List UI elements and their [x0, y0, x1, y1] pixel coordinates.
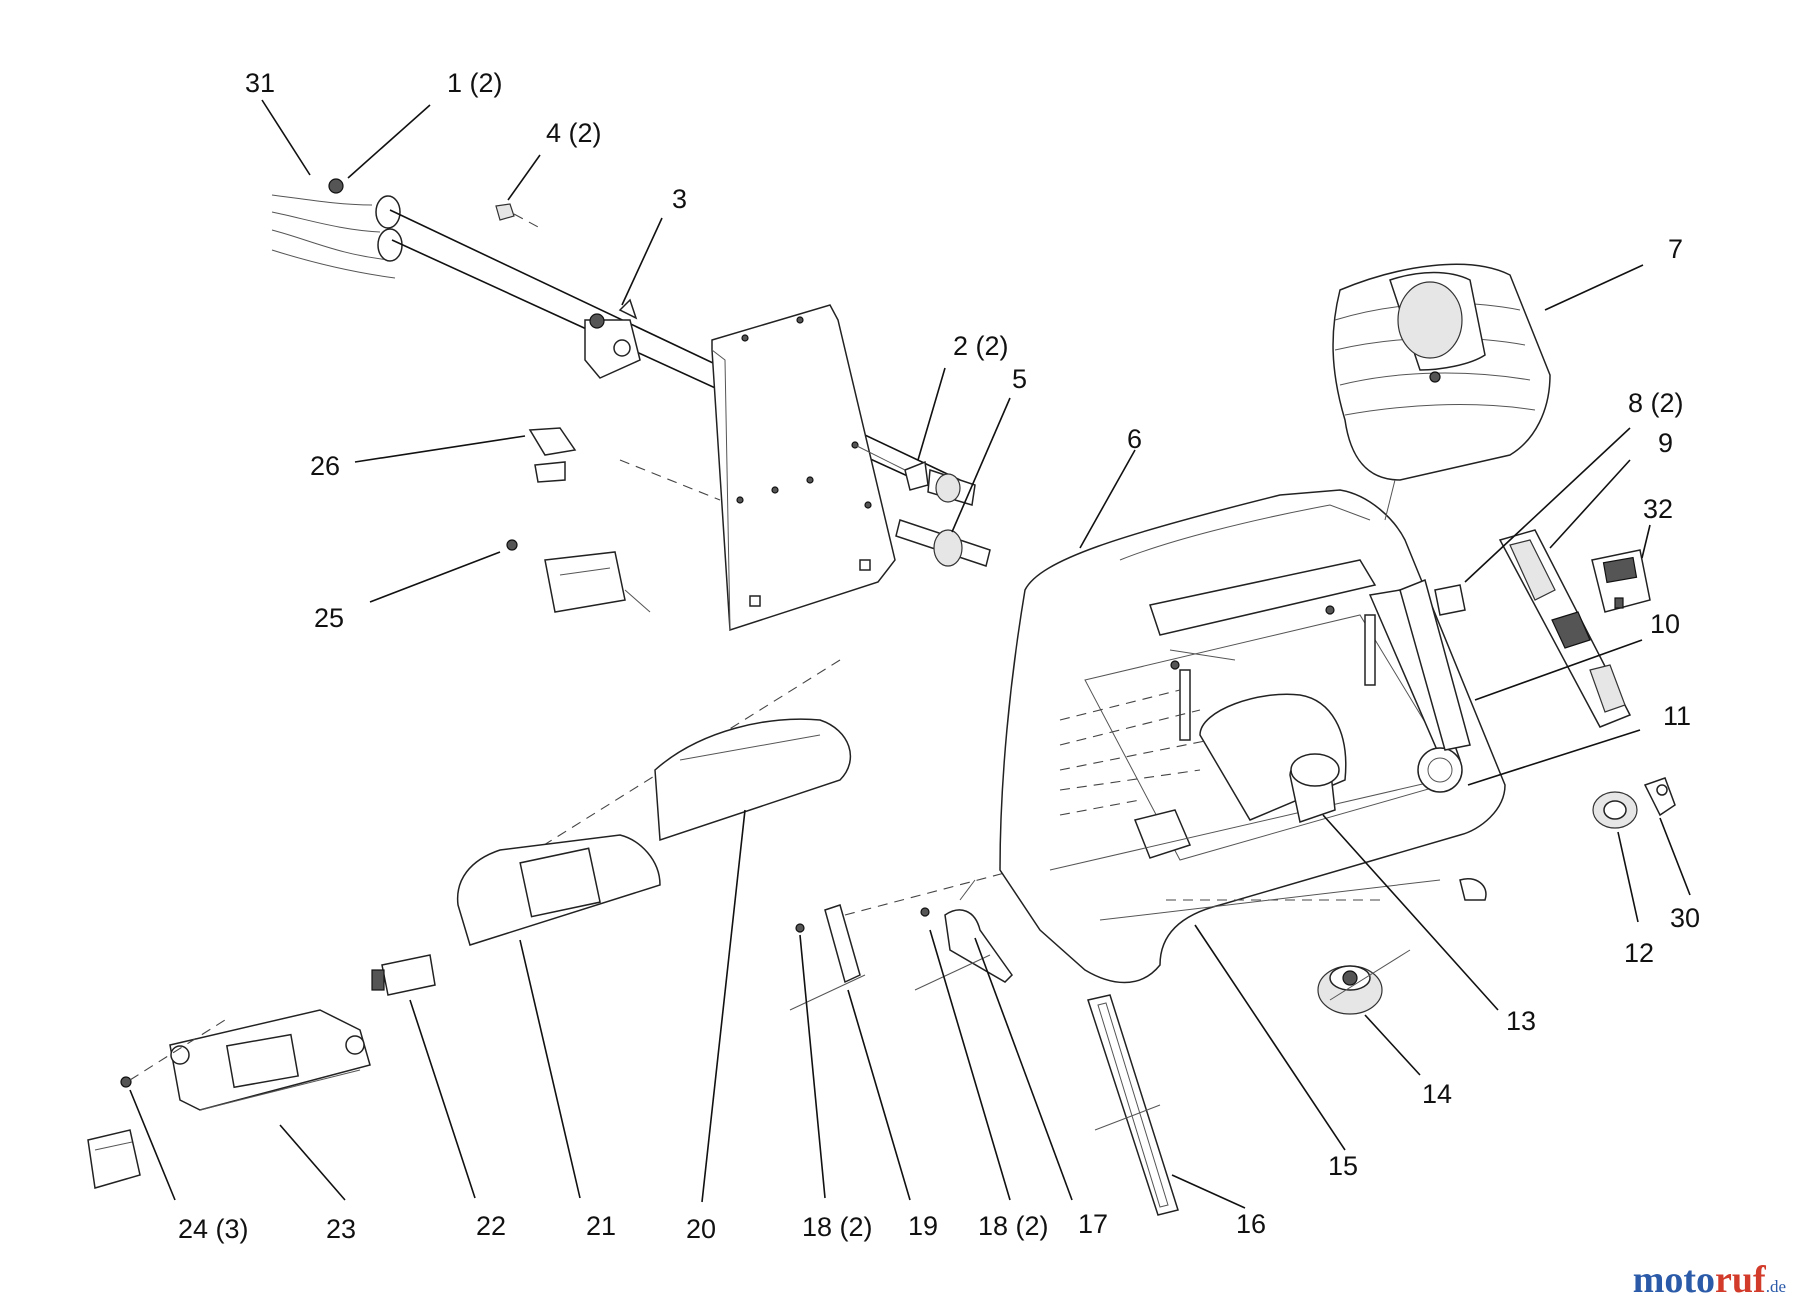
callout-23: 23	[326, 1214, 356, 1244]
callout-18-left: 18 (2)	[802, 1212, 873, 1242]
callout-15: 15	[1328, 1151, 1358, 1181]
callout-3: 3	[672, 184, 687, 214]
boot-cover-7	[1332, 263, 1551, 521]
callout-13: 13	[1506, 1006, 1536, 1036]
cable-lines-31	[271, 194, 396, 279]
nut-4	[495, 203, 541, 229]
clevis-yoke	[328, 178, 403, 262]
callout-18-right: 18 (2)	[978, 1211, 1049, 1241]
callout-25: 25	[314, 603, 344, 633]
key-30	[1643, 777, 1676, 817]
callout-2: 2 (2)	[953, 331, 1009, 361]
clip-26	[528, 427, 721, 501]
callout-7: 7	[1668, 234, 1683, 264]
cap-14	[1317, 949, 1411, 1015]
nut-12	[1592, 791, 1638, 829]
callout-5: 5	[1012, 364, 1027, 394]
callout-labels: 31 1 (2) 4 (2) 3 2 (2) 5 26 25 6 7 8 (2)…	[178, 68, 1700, 1244]
callout-30: 30	[1670, 903, 1700, 933]
bracket-3	[584, 298, 641, 379]
callout-11: 11	[1663, 701, 1691, 731]
callout-21: 21	[586, 1211, 616, 1241]
callout-26: 26	[310, 451, 340, 481]
watermark-part-tld: .de	[1765, 1277, 1786, 1296]
callout-17: 17	[1078, 1209, 1108, 1239]
panel-21	[456, 834, 661, 946]
callout-16: 16	[1236, 1209, 1266, 1239]
callout-6: 6	[1127, 424, 1142, 454]
leader-lines	[129, 99, 1691, 1209]
callout-24: 24 (3)	[178, 1214, 249, 1244]
callout-31: 31	[245, 68, 275, 98]
callout-14: 14	[1422, 1079, 1452, 1109]
callout-1: 1 (2)	[447, 68, 503, 98]
knob-13	[1289, 753, 1340, 823]
switch-block	[87, 1129, 141, 1189]
callout-32: 32	[1643, 494, 1673, 524]
gasket-16	[1087, 994, 1179, 1216]
pin-5	[895, 519, 991, 567]
callout-4: 4 (2)	[546, 118, 602, 148]
housing-23	[169, 1009, 371, 1111]
console-6	[999, 489, 1506, 984]
mount-plate	[711, 304, 896, 632]
callout-10: 10	[1650, 609, 1680, 639]
motoruf-watermark: motoruf.de	[1633, 1258, 1786, 1302]
trim-strip-9	[1498, 529, 1632, 728]
socket-11	[1417, 747, 1463, 793]
callout-19: 19	[908, 1211, 938, 1241]
bolt-2	[854, 444, 929, 491]
watermark-part-moto: moto	[1632, 1259, 1716, 1301]
switch-25	[506, 539, 651, 613]
rail-10	[1399, 578, 1471, 751]
screw-24	[120, 1019, 226, 1088]
callout-22: 22	[476, 1211, 506, 1241]
fastener-8	[1434, 584, 1466, 616]
watermark-part-ruf: ruf	[1715, 1259, 1766, 1301]
callout-12: 12	[1624, 938, 1654, 968]
callout-20: 20	[686, 1214, 716, 1244]
callout-8: 8 (2)	[1628, 388, 1684, 418]
latch-17	[914, 879, 1013, 991]
key-22	[371, 954, 436, 996]
callout-9: 9	[1658, 428, 1673, 458]
lower-panel-20	[519, 659, 851, 861]
rocker-switch-32	[1591, 549, 1651, 613]
